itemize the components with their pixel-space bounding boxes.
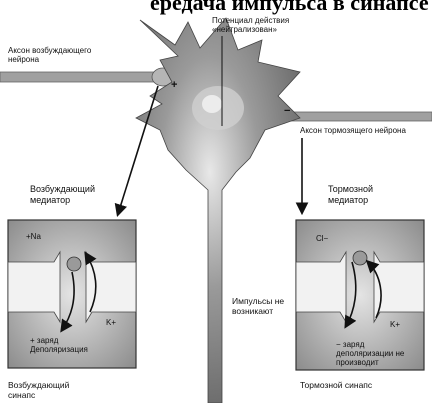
excitatory-axon	[0, 72, 160, 82]
excitatory-mediator-label: Возбуждающий медиатор	[30, 184, 100, 206]
inhibitory-mediator-label: Тормозной медиатор	[328, 184, 388, 206]
inhibitory-synapse-caption: Тормозной синапс	[300, 380, 380, 390]
excitatory-postsynaptic	[86, 252, 136, 322]
no-depolarization-label: − заряд деполяризации не производит	[336, 340, 420, 367]
inhibitory-axon-label: Аксон тормозящего нейрона	[300, 126, 420, 135]
excitatory-presynaptic	[8, 252, 60, 322]
inhibitory-postsynaptic	[374, 252, 424, 322]
cl-ion-label: Cl−	[316, 234, 328, 243]
action-potential-label: Потенциал действия «нейтрализован»	[212, 16, 298, 34]
arrow-to-excitatory	[118, 86, 158, 214]
plus-sign: +	[171, 81, 177, 90]
minus-sign: −	[284, 107, 290, 116]
excitatory-mediator-vesicle	[67, 257, 81, 271]
nucleolus	[202, 95, 222, 113]
impulses-absent-label: Импульсы не возникают	[232, 296, 298, 316]
inhibitory-mediator-vesicle	[353, 251, 367, 265]
excitatory-axon-label: Аксон возбуждающего нейрона	[8, 46, 118, 64]
inhibitory-presynaptic	[296, 252, 346, 322]
k-ion-label-right: K+	[390, 320, 400, 329]
excitatory-synapse-caption: Возбуждающий синапс	[8, 380, 98, 400]
na-ion-label: +Na	[26, 232, 41, 241]
diagram-title: ередача импульса в синапсе	[150, 0, 429, 15]
k-ion-label-left: K+	[106, 318, 116, 327]
depolarization-label: + заряд Деполяризация	[30, 336, 100, 354]
